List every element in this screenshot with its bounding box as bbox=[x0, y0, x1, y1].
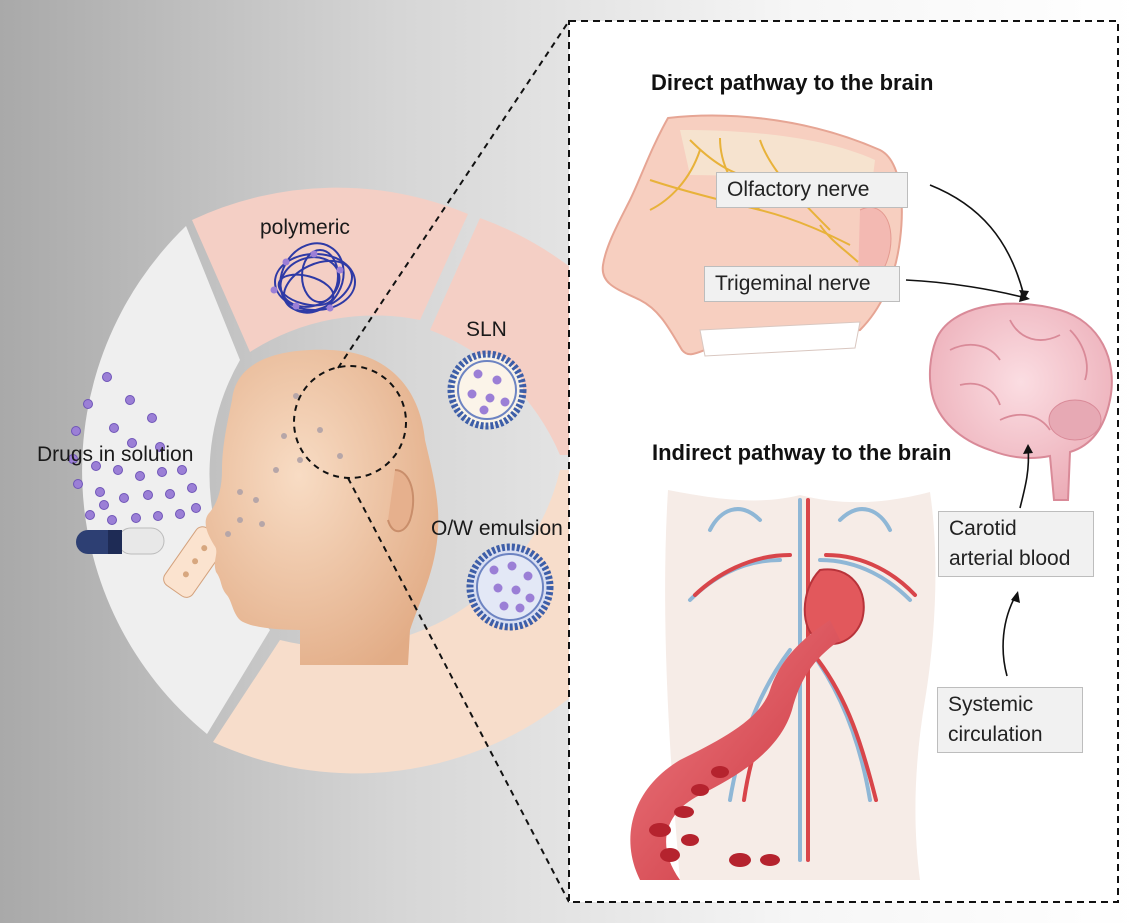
carotid-line-2: arterial blood bbox=[949, 547, 1071, 570]
sln-particle-icon bbox=[447, 350, 527, 430]
drugs-in-solution-label: Drugs in solution bbox=[37, 443, 194, 466]
arrow-systemic-to-carotid bbox=[1002, 594, 1017, 677]
polymeric-drug-dots bbox=[270, 250, 344, 312]
segment-drugs-in-solution bbox=[82, 226, 270, 734]
carotid-line-1: Carotid bbox=[949, 517, 1017, 540]
zoom-connector-bottom bbox=[347, 477, 570, 903]
ow-emulsion-particle-icon bbox=[466, 543, 554, 631]
systemic-line-2: circulation bbox=[948, 723, 1043, 746]
capsule-icon bbox=[76, 527, 165, 555]
systemic-circulation-box: Systemic circulation bbox=[937, 687, 1083, 753]
indirect-pathway-title: Indirect pathway to the brain bbox=[652, 440, 952, 465]
sln-label: SLN bbox=[466, 318, 507, 341]
direct-pathway-title: Direct pathway to the brain bbox=[651, 70, 934, 95]
olfactory-nerve-box: Olfactory nerve bbox=[716, 172, 908, 208]
segment-polymeric bbox=[192, 187, 468, 352]
arrow-heads bbox=[1011, 290, 1033, 603]
polymeric-label: polymeric bbox=[260, 216, 350, 239]
arrow-olfactory-to-brain bbox=[929, 184, 1025, 297]
blood-cells bbox=[649, 766, 780, 867]
carotid-arterial-blood-box: Carotid arterial blood bbox=[938, 511, 1094, 577]
nasal-particles bbox=[225, 393, 343, 537]
systemic-line-1: Systemic bbox=[948, 693, 1034, 716]
zoom-circle bbox=[293, 365, 407, 479]
ow-emulsion-label: O/W emulsion bbox=[431, 517, 563, 540]
head-illustration bbox=[205, 349, 439, 665]
trigeminal-nerve-box: Trigeminal nerve bbox=[704, 266, 900, 302]
circulatory-system-illustration bbox=[630, 490, 936, 880]
blood-vessel bbox=[630, 620, 840, 880]
arrow-trigeminal-to-brain bbox=[905, 279, 1027, 299]
zoom-connector-top bbox=[337, 20, 570, 369]
drug-particles bbox=[68, 372, 201, 525]
brain-illustration bbox=[928, 302, 1113, 501]
